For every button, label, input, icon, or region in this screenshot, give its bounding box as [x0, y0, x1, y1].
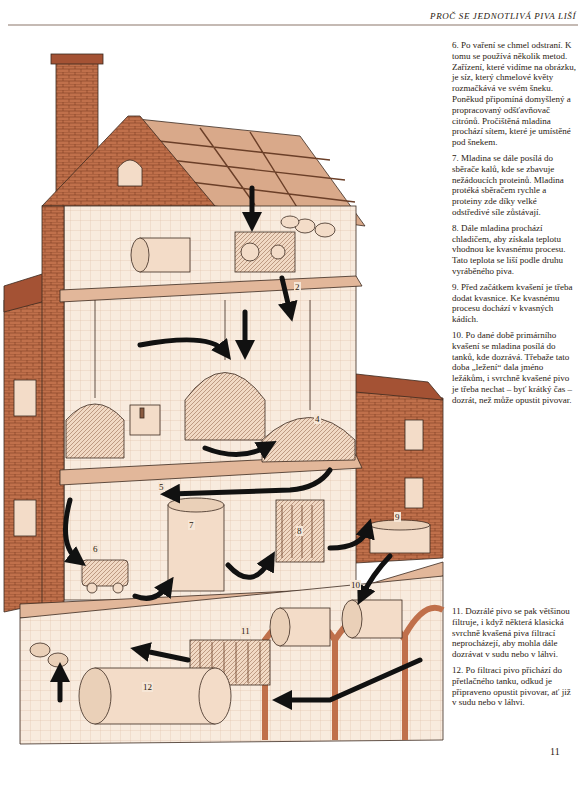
cellar-equipment-part — [282, 505, 312, 558]
callout-number: 5 — [158, 482, 165, 492]
cellar-equipment-part — [82, 560, 128, 586]
flow-arrows-part — [58, 672, 63, 700]
brew-kettles-part — [130, 405, 160, 435]
callout-number: 9 — [394, 512, 401, 522]
right-wing-part — [355, 388, 443, 563]
flow-arrows-part — [170, 470, 330, 494]
vaults-part — [95, 668, 215, 724]
paragraph: 9. Před začátkem kvašení je třeba dodat … — [452, 282, 576, 325]
flow-arrows-part — [140, 340, 225, 352]
top-floor-equipment-part — [281, 216, 299, 228]
roof-part — [118, 160, 142, 186]
left-wing-part — [14, 500, 36, 536]
callout-number: 12 — [142, 682, 153, 692]
paragraph: 6. Po vaření se chmel odstraní. K tomu s… — [452, 40, 576, 148]
chimney-part — [51, 54, 103, 64]
top-floor-equipment-part — [131, 238, 149, 272]
flow-arrows — [60, 188, 420, 700]
flow-arrows-part — [140, 650, 188, 660]
brew-kettles-part — [185, 373, 265, 441]
brew-kettles-part — [262, 418, 355, 463]
flow-arrows-part — [205, 446, 268, 455]
vaults-part — [30, 643, 50, 657]
paragraph: 11. Dozrálé pivo se pak většinou filtruj… — [452, 606, 576, 660]
flow-arrows-part — [330, 528, 368, 548]
vaults-part — [48, 653, 68, 667]
brew-kettles-part — [66, 404, 124, 458]
vaults-part — [79, 668, 111, 724]
callout-number: 7 — [188, 520, 195, 530]
flow-arrows-part — [282, 660, 420, 700]
top-floor-equipment-part — [241, 243, 259, 261]
cellar-equipment — [82, 498, 430, 593]
brew-kettles-part — [95, 300, 96, 398]
paragraph: 7. Mladina se dále posílá do sběrače kal… — [452, 153, 576, 218]
callout-number: 11 — [240, 626, 251, 636]
building-interior-part — [60, 276, 362, 302]
vaults-part — [342, 600, 362, 638]
vaults-part — [20, 576, 443, 744]
page-title: PROČ SE JEDNOTLIVÁ PIVA LIŠÍ — [430, 11, 576, 21]
top-floor-equipment — [131, 216, 335, 272]
page-number: 11 — [550, 746, 560, 757]
top-floor-equipment-part — [315, 223, 335, 237]
flow-arrows-part — [250, 188, 255, 222]
flow-arrows-part — [66, 500, 79, 560]
flow-arrows-part — [362, 556, 390, 596]
building-interior-part — [64, 206, 356, 600]
building-interior — [20, 206, 443, 618]
cellar-equipment-part — [168, 498, 224, 512]
paragraph: 10. Po dané době primárního kvašení se m… — [452, 330, 576, 406]
vaults-part — [199, 668, 231, 724]
top-floor-equipment-part — [235, 232, 295, 272]
top-floor-equipment-part — [271, 245, 285, 259]
cellar-equipment-part — [87, 583, 97, 593]
header-rule — [8, 25, 578, 26]
vaults-part — [405, 608, 443, 740]
brew-kettles-part — [140, 408, 144, 418]
callout-number: 8 — [296, 526, 303, 536]
flow-arrows-part — [243, 312, 248, 350]
callout-number: 2 — [294, 282, 301, 292]
right-wing-part — [405, 420, 423, 450]
paragraph: 8. Dále mladina prochází chladičem, aby … — [452, 223, 576, 277]
brew-kettles — [66, 300, 355, 462]
callout-number: 4 — [314, 414, 321, 424]
header-rule-part — [8, 25, 578, 26]
cellar-equipment-part — [168, 505, 224, 591]
cellar-equipment-part — [276, 500, 324, 562]
paragraph: 12. Po filtraci pivo přichází do přetlač… — [452, 665, 576, 708]
vaults — [20, 576, 443, 744]
cellar-equipment-part — [113, 583, 123, 593]
left-wing-part — [14, 380, 36, 416]
callout-number: 6 — [92, 544, 99, 554]
flow-arrows-part — [282, 278, 290, 312]
callout-number: 10 — [350, 580, 361, 590]
building-interior-part — [42, 206, 64, 606]
roof-part — [42, 116, 215, 206]
right-wing-part — [405, 478, 423, 508]
flow-arrows-part — [228, 560, 270, 577]
vaults-part — [270, 608, 290, 646]
flow-arrows-part — [135, 585, 168, 598]
brew-kettles-part — [310, 300, 311, 410]
